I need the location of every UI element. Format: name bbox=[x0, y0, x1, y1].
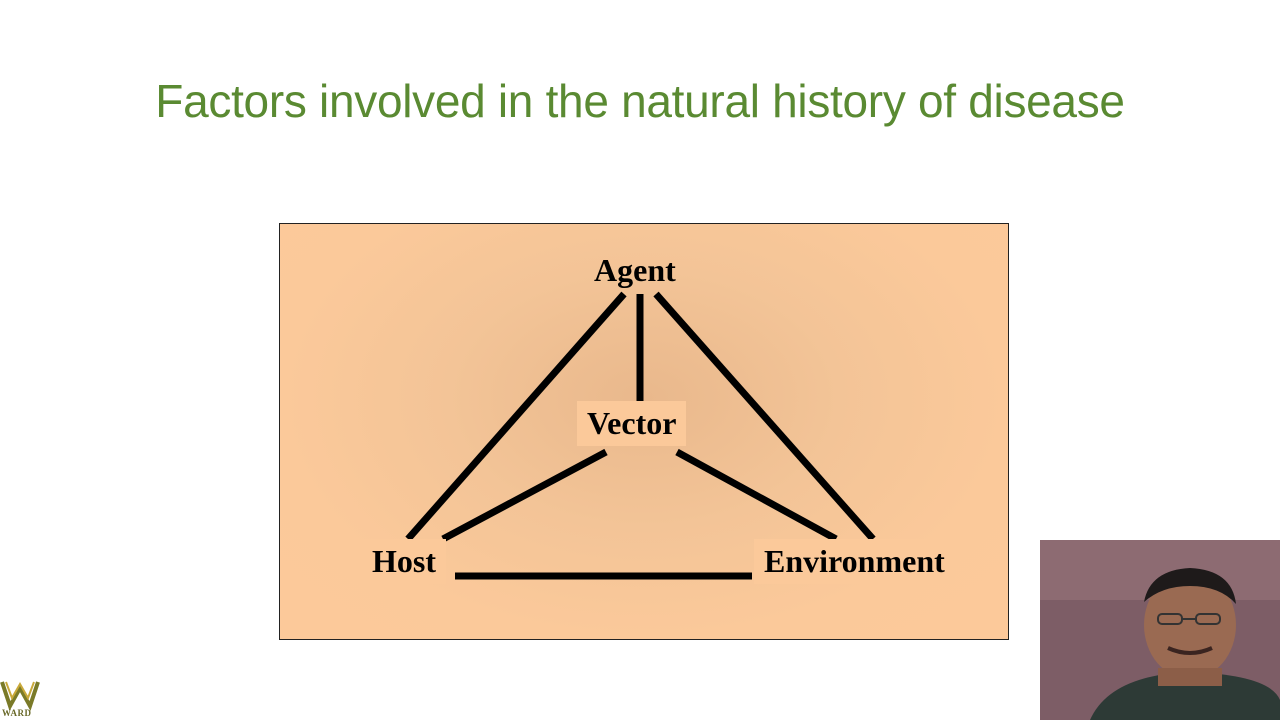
line-agent-environment bbox=[653, 291, 876, 542]
line-vector-host bbox=[441, 448, 608, 543]
node-environment: Environment bbox=[754, 539, 955, 584]
presenter-webcam-overlay bbox=[1040, 540, 1280, 720]
connector-lines bbox=[405, 291, 876, 580]
w-monogram-logo-icon bbox=[0, 681, 40, 711]
node-vector: Vector bbox=[577, 401, 687, 446]
node-agent: Agent bbox=[594, 252, 676, 288]
epidemiologic-triangle-diagram: Agent Vector Host Environment bbox=[279, 223, 1009, 640]
logo-text: WARD bbox=[2, 708, 32, 718]
slide-title: Factors involved in the natural history … bbox=[155, 75, 1125, 127]
line-vector-environment bbox=[675, 448, 838, 543]
presenter-video-icon bbox=[1040, 540, 1280, 720]
line-agent-host bbox=[405, 291, 627, 542]
node-host: Host bbox=[362, 539, 446, 584]
